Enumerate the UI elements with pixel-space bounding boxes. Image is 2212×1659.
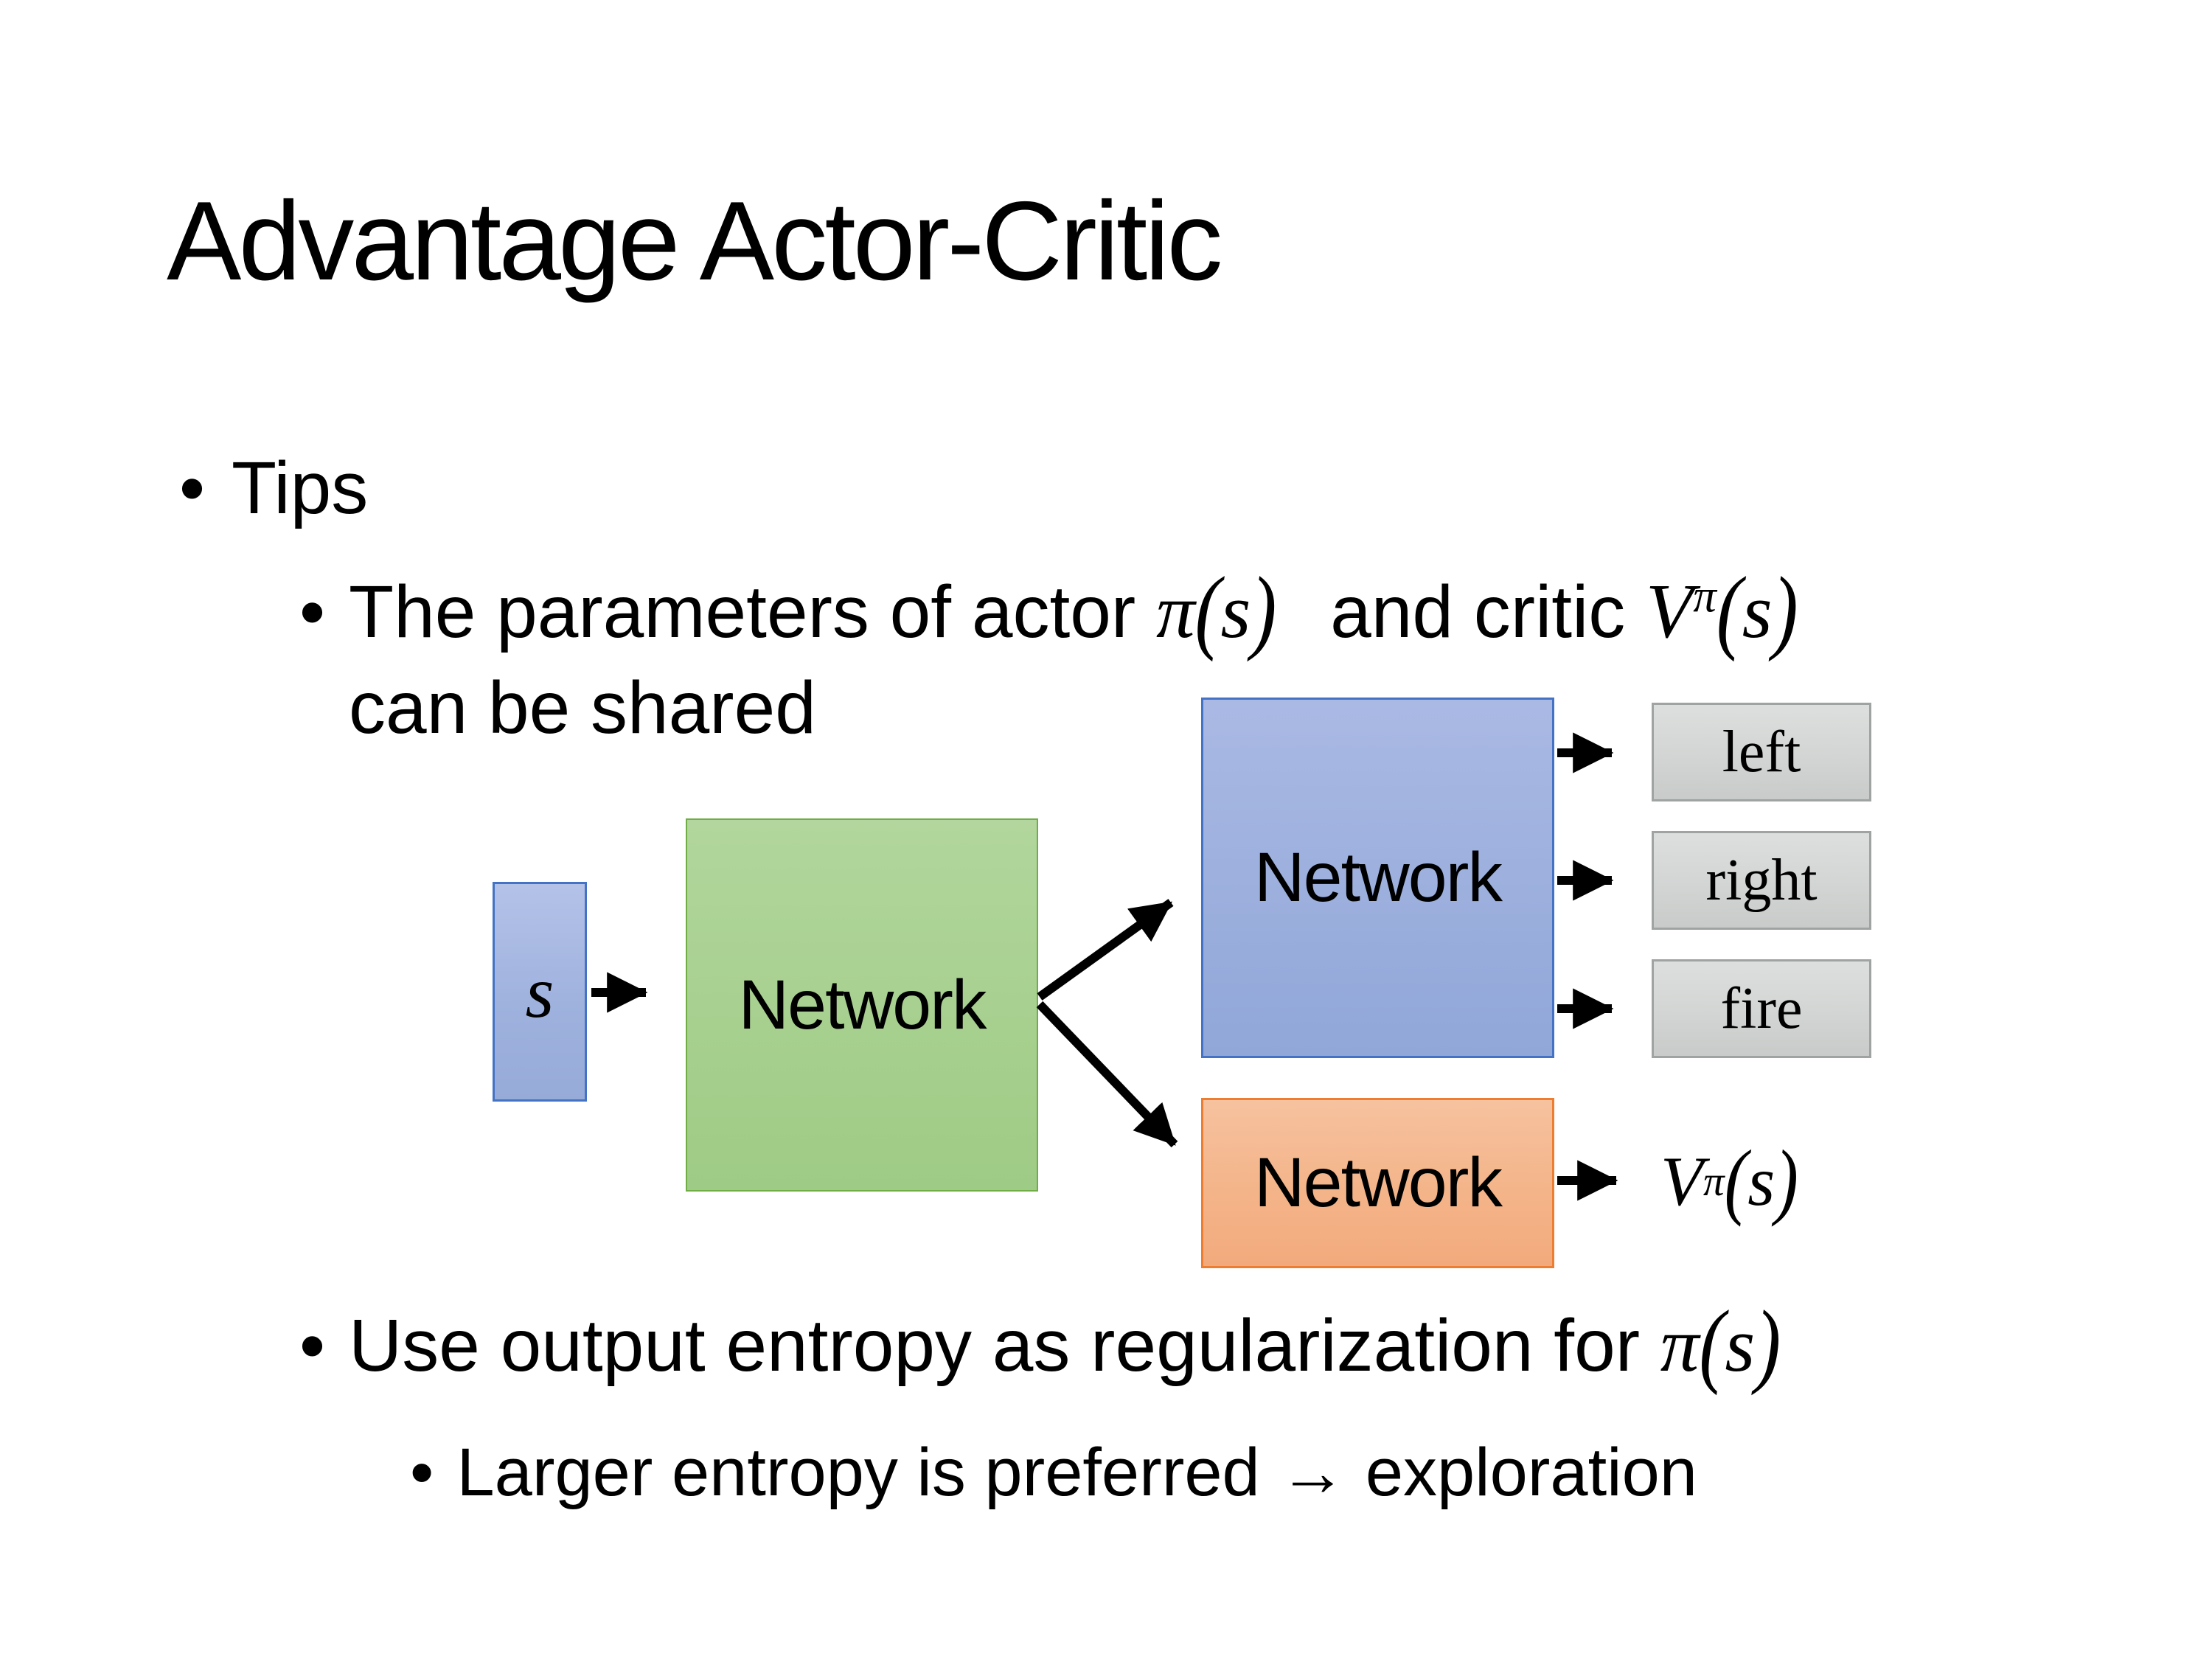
bullet-params: • The parameters of actor π(s) and criti…: [299, 557, 1798, 756]
arrow-shared-to-critic: [1036, 1001, 1178, 1148]
action-box-right: right: [1652, 831, 1871, 930]
action-box-fire: fire: [1652, 959, 1871, 1058]
bullet-dot: •: [410, 1435, 434, 1510]
bullet-dot: •: [299, 571, 326, 653]
bullet-tips-label: Tips: [232, 447, 369, 529]
params-mid: and critic: [1310, 571, 1646, 653]
bullet-exploration-label: Larger entropy is preferred → exploratio…: [456, 1435, 1697, 1510]
bullet-tips: • Tips: [179, 446, 368, 531]
params-pre: The parameters of actor: [349, 571, 1156, 653]
bullet-entropy: • Use output entropy as regularization f…: [299, 1290, 1781, 1397]
critic-network-box: Network: [1201, 1098, 1554, 1268]
critic-network-label: Network: [1253, 1144, 1503, 1222]
action-label-left: left: [1722, 719, 1801, 785]
shared-network-label: Network: [738, 965, 987, 1044]
actor-network-label: Network: [1253, 838, 1503, 917]
bullet-params-text: The parameters of actor π(s) and critic …: [349, 557, 1798, 756]
action-label-right: right: [1705, 847, 1818, 913]
arrow-shared-to-actor: [1037, 899, 1174, 1001]
bullet-entropy-text: Use output entropy as regularization for…: [349, 1290, 1781, 1397]
slide-title: Advantage Actor-Critic: [167, 178, 1222, 304]
actor-network-box: Network: [1201, 698, 1554, 1058]
action-label-fire: fire: [1720, 975, 1803, 1041]
entropy-pre: Use output entropy as regularization for: [349, 1304, 1660, 1387]
bullet-dot: •: [179, 447, 206, 529]
actor-policy-math: π(s): [1155, 557, 1277, 663]
state-label: s: [525, 950, 554, 1033]
critic-value-math: Vπ(s): [1646, 557, 1798, 663]
bullet-exploration: • Larger entropy is preferred → explorat…: [410, 1434, 1697, 1512]
params-line2: can be shared: [349, 667, 816, 749]
policy-math: π(s): [1660, 1290, 1781, 1397]
shared-network-box: Network: [686, 818, 1038, 1192]
state-input-box: s: [493, 882, 587, 1102]
action-box-left: left: [1652, 703, 1871, 801]
bullet-dot: •: [299, 1304, 326, 1387]
